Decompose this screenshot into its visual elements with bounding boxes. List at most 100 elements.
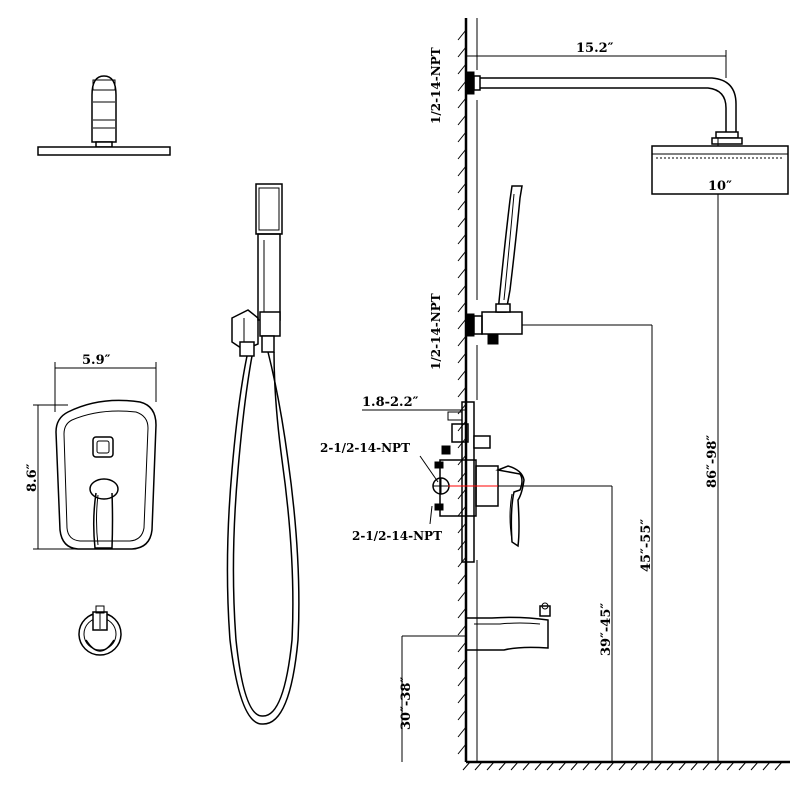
wall-hatch-mark [457,709,467,721]
floor-hatch-mark [738,761,747,771]
head-width-label-group: 10″ [708,179,732,194]
shower-head-drawing [651,138,789,195]
wall-hatch-mark [457,658,467,670]
top-thread-label: 1/2-14-NPT [429,47,443,124]
holder-height-label: 45″-55″ [639,519,654,572]
floor-hatch-mark [750,761,759,771]
wall-handshower-drawing [465,185,652,345]
wall-hatch-mark [457,284,467,296]
floor-hatch-mark [618,761,627,771]
wall-hatch-mark [457,369,467,381]
wall-hatch-mark [457,233,467,245]
valve-handle-drawing [495,465,525,548]
wall-hatch-mark [457,318,467,330]
arm-length-label: 15.2″ [576,41,614,56]
wall-hatch-mark [457,335,467,347]
arm-length-dimension: 15.2″ [466,41,727,78]
wall-hatch-mark [457,63,467,75]
head-width-label: 10″ [708,179,732,194]
wall-depth-label: 1.8-2.2″ [362,395,419,410]
wall-hatch-mark [457,114,467,126]
floor-hatch-mark [582,761,591,771]
spout-height-dimension: 30″-38″ [399,635,466,762]
top-thread-callout: 1/2-14-NPT [429,47,443,124]
floor-hatch-mark [510,761,519,771]
floor-hatch-mark [774,761,783,771]
valve-height-label: 39″-45″ [599,603,614,656]
wall-hatch-mark [457,216,467,228]
floor-hatch-mark [762,761,771,771]
wall-hatch-mark [457,590,467,602]
floor-hatch-mark [486,761,495,771]
floor-hatch-mark [654,761,663,771]
floor-hatch-mark [498,761,507,771]
wall-hatch-mark [457,267,467,279]
floor-hatch-mark [714,761,723,771]
valve-thread-top-callout: 2-1/2-14-NPT [320,441,439,483]
wall-section [457,18,478,762]
wall-hatch-mark [457,692,467,704]
wall-hatch-mark [457,726,467,738]
rain-shower-head-drawing [37,75,171,156]
floor-hatch-mark [630,761,639,771]
floor-hatch-mark [726,761,735,771]
wall-hatch-mark [457,352,467,364]
spout-end-view-drawing [78,605,122,656]
floor-hatch-mark [678,761,687,771]
valve-thread-top-label: 2-1/2-14-NPT [320,441,410,455]
wall-hatch-mark [457,250,467,262]
floor-hatch-mark [594,761,603,771]
wall-hatch-mark [457,182,467,194]
floor-hatch-mark [558,761,567,771]
wall-hatch-mark [457,607,467,619]
handheld-shower-drawing [231,183,283,357]
wall-hatch-mark [457,80,467,92]
floor-hatch-mark [642,761,651,771]
wall-hatch-mark [457,301,467,313]
holder-height-dimension: 45″-55″ [639,325,654,762]
wall-hatch-mark [457,675,467,687]
floor-line [462,760,790,771]
head-height-dimension: 86″-98″ [705,194,720,762]
wall-hatch-mark [457,148,467,160]
floor-hatch-mark [546,761,555,771]
wall-hatch-mark [457,386,467,398]
wall-hatch-mark [457,165,467,177]
floor-hatch-mark [534,761,543,771]
valve-thread-bottom-callout: 2-1/2-14-NPT [352,505,442,543]
shower-hose-drawing [226,351,300,725]
floor-hatch-mark [606,761,615,771]
wall-hatch-mark [457,29,467,41]
wall-depth-dimension: 1.8-2.2″ [362,395,475,416]
plate-height-dimension: 8.6″ [25,404,78,550]
plate-width-label: 5.9″ [82,353,111,368]
valve-thread-bottom-label: 2-1/2-14-NPT [352,529,442,543]
spout-height-label: 30″-38″ [399,677,414,730]
wall-hatch-mark [457,199,467,211]
floor-hatch-mark [522,761,531,771]
wall-hatch-mark [457,97,467,109]
wall-hatch-mark [457,641,467,653]
wall-hatch-mark [457,624,467,636]
wall-hatch-mark [457,573,467,585]
mid-thread-callout: 1/2-14-NPT [429,293,443,370]
mid-thread-label: 1/2-14-NPT [429,293,443,370]
wall-hatch-mark [457,131,467,143]
floor-hatch-mark [702,761,711,771]
floor-hatch-mark [690,761,699,771]
floor-hatch-mark [666,761,675,771]
floor-hatch-mark [474,761,483,771]
floor-hatch-mark [570,761,579,771]
plate-width-dimension: 5.9″ [54,353,157,412]
plate-height-label: 8.6″ [25,463,40,492]
valve-height-dimension: 39″-45″ [599,486,614,762]
wall-hatch-mark [457,743,467,755]
shower-arm-drawing [465,71,743,145]
trim-plate-drawing [55,399,157,550]
floor-hatch-mark [462,761,471,771]
tub-spout-drawing [465,602,551,651]
wall-hatch-mark [457,46,467,58]
head-height-label: 86″-98″ [705,435,720,488]
